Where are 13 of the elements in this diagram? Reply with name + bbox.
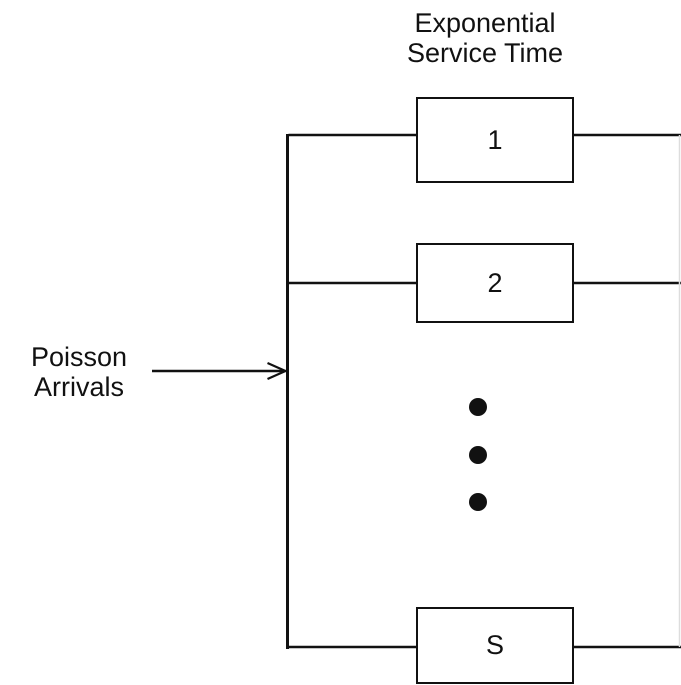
connector-line — [574, 282, 681, 284]
server-box: S — [416, 607, 574, 684]
queue-bus-line — [286, 134, 288, 648]
connector-line — [574, 646, 681, 648]
connector-line — [574, 134, 681, 136]
connector-line — [288, 646, 416, 648]
connector-line — [288, 282, 416, 284]
heading-label: Exponential Service Time — [406, 8, 564, 68]
server-box: 2 — [416, 243, 574, 323]
connector-line — [288, 134, 416, 136]
arrival-label: Poisson Arrivals — [8, 342, 150, 406]
connector-line — [152, 362, 287, 380]
server-box: 1 — [416, 97, 574, 183]
